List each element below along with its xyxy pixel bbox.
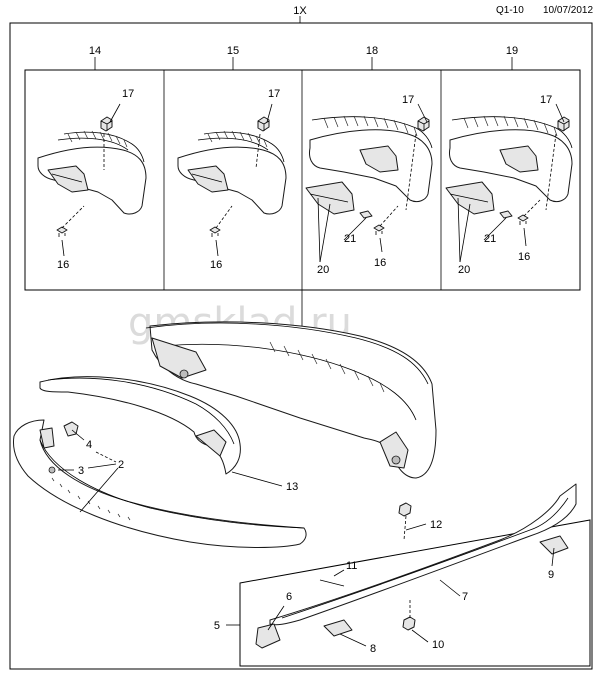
callout-16: 16	[518, 251, 530, 263]
callout-11: 11	[346, 560, 357, 572]
inset-panel-18: 18 17 21 20 16	[305, 45, 433, 276]
callout-20: 20	[458, 264, 470, 276]
part-4-clip	[63, 421, 79, 437]
callout-17: 17	[268, 88, 280, 100]
callout-5: 5	[214, 620, 220, 632]
callout-16: 16	[210, 259, 222, 271]
callout-17: 17	[402, 94, 414, 106]
callout-13: 13	[286, 481, 298, 493]
lower-frame	[239, 519, 591, 667]
assembly-frame	[9, 22, 593, 670]
inset-panel-14: 14 17 16	[37, 45, 147, 271]
part-21	[499, 210, 513, 219]
inset-panel-19: 19 17 21 20 16	[445, 45, 573, 276]
callout-16: 16	[57, 259, 69, 271]
part-13-energy-absorber: 13	[39, 376, 298, 493]
part-21	[359, 210, 373, 219]
panel-number: 15	[227, 45, 239, 57]
panel-number: 18	[366, 45, 378, 57]
diagram-date: 10/07/2012	[543, 5, 594, 16]
lower-assembly-panel: 5 12 11 7 9 6 10 8	[214, 483, 591, 667]
part-12-screw	[398, 502, 412, 517]
part-10-screw	[402, 616, 416, 631]
callout-6: 6	[286, 591, 292, 603]
part-7-valance	[269, 483, 577, 626]
callout-2: 2	[118, 459, 124, 471]
callout-17: 17	[122, 88, 134, 100]
main-bumper-cover	[145, 321, 437, 479]
callout-21: 21	[344, 233, 356, 245]
callout-16: 16	[374, 257, 386, 269]
callout-3: 3	[78, 465, 84, 477]
diagram-code: Q1-10	[496, 5, 524, 16]
part-8-bracket	[323, 619, 353, 637]
part-6-bracket	[255, 623, 281, 649]
callout-10: 10	[432, 639, 444, 651]
panel-number: 19	[506, 45, 518, 57]
inset-panel-15: 15 17 16	[177, 45, 287, 271]
callout-7: 7	[462, 591, 468, 603]
inset-frame	[24, 69, 581, 291]
callout-17: 17	[540, 94, 552, 106]
part-9-bracket	[539, 535, 569, 555]
callout-8: 8	[370, 643, 376, 655]
callout-9: 9	[548, 569, 554, 581]
panel-number: 14	[89, 45, 101, 57]
callout-4: 4	[86, 439, 92, 451]
callout-21: 21	[484, 233, 496, 245]
assembly-label: 1X	[293, 5, 307, 17]
part-2-skirt: 4 3 2	[13, 419, 307, 548]
inset-panels: 14 17 16 15 17 16 18	[24, 45, 581, 291]
part-11-rod	[319, 579, 345, 587]
callout-20: 20	[317, 264, 329, 276]
part-3-fastener	[48, 466, 56, 474]
callout-12: 12	[430, 519, 442, 531]
